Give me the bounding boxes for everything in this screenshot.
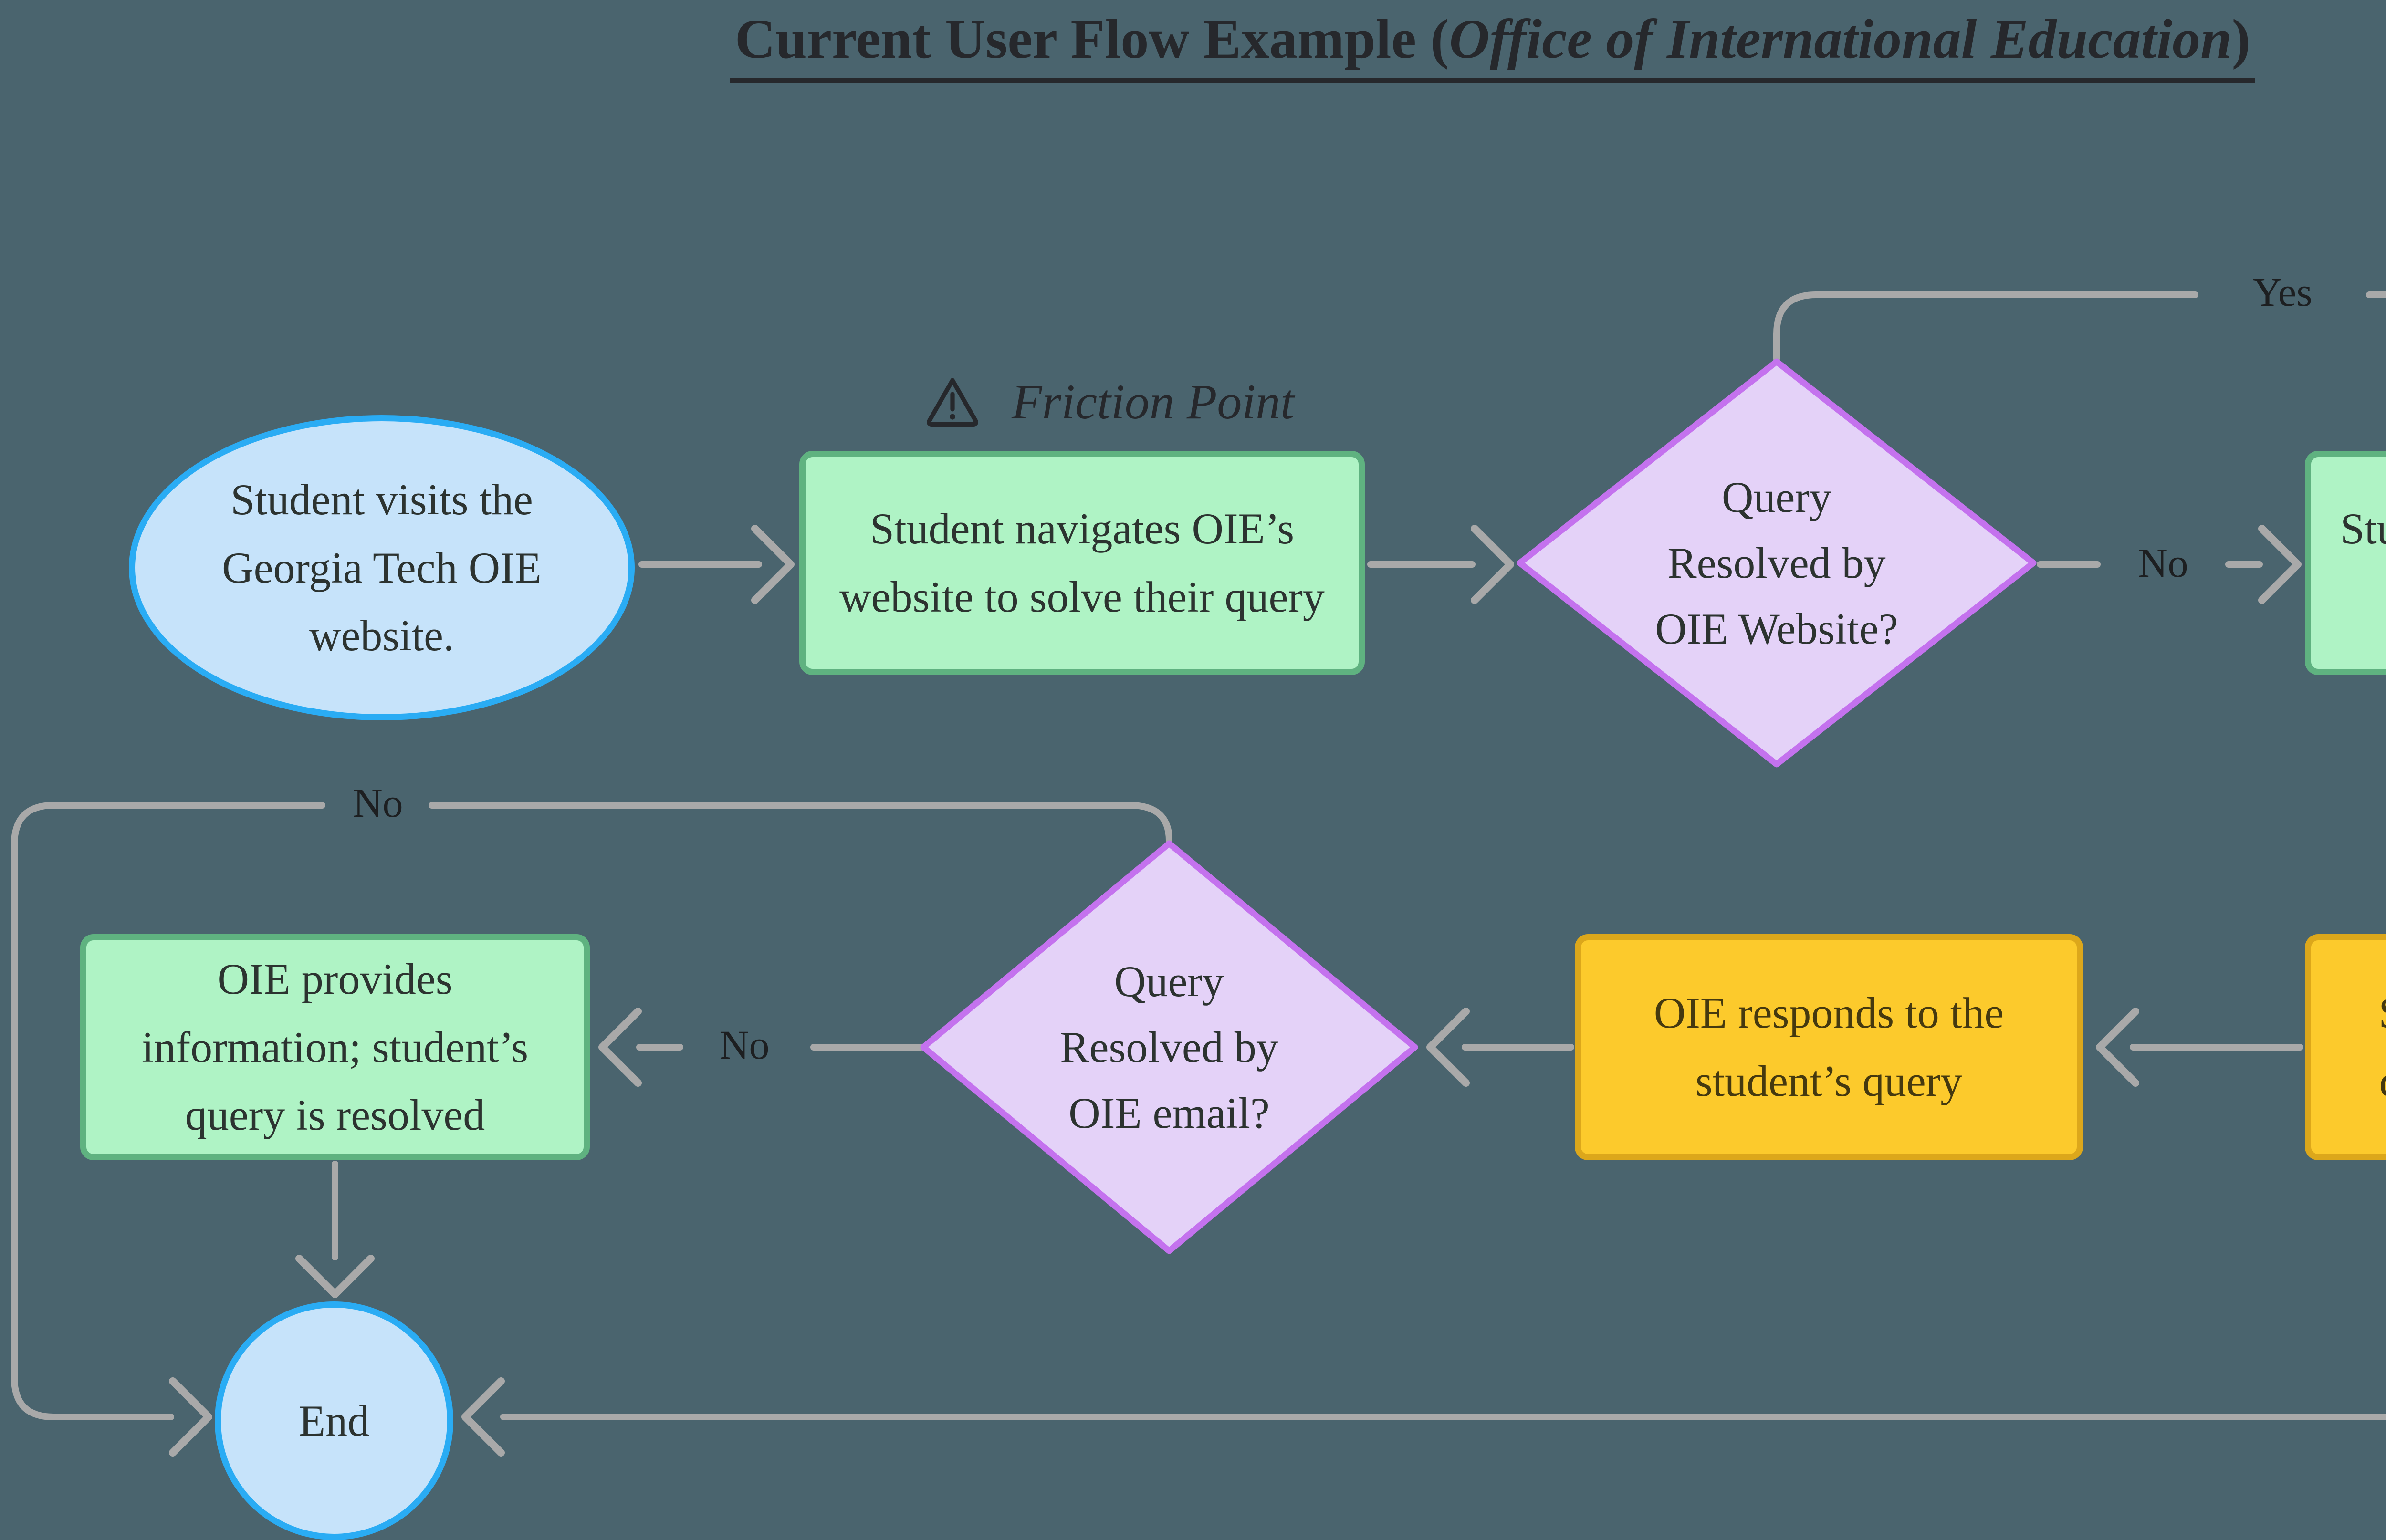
node-email-helpdesk: Student emails OIE help desk xyxy=(2305,451,2386,675)
edge-resolved-to-end xyxy=(295,1161,375,1298)
node-navigate-website: Student navigates OIE’s website to solve… xyxy=(799,451,1365,675)
friction-point-label: Friction Point xyxy=(1012,374,1295,429)
decision-email-label: Query Resolved by OIE email? xyxy=(1060,957,1278,1137)
edge-navigate-to-decision1 xyxy=(1367,525,1514,604)
node-start: Student visits the Georgia Tech OIE webs… xyxy=(129,415,635,720)
node-wait-response: Student waits (often days) for a respons… xyxy=(2305,934,2386,1160)
decision-website-label: Query Resolved by OIE Website? xyxy=(1655,473,1898,653)
warning-triangle-icon xyxy=(921,362,984,442)
edge-label-yes: Yes xyxy=(2252,269,2313,315)
title-prefix: Current User Flow Example ( xyxy=(734,8,1449,70)
edge-label-no-loop: No xyxy=(353,780,403,826)
node-decision-email: Query Resolved by OIE email? xyxy=(919,839,1420,1256)
page-title: Current User Flow Example (Office of Int… xyxy=(730,7,2256,83)
edge-respond-to-decision2 xyxy=(1426,1008,1574,1087)
node-query-resolved: OIE provides information; student’s quer… xyxy=(80,934,590,1160)
diamond-shape xyxy=(1517,358,2037,768)
node-oie-responds: OIE responds to the student’s query xyxy=(1575,934,2083,1160)
edge-label-no-email: No xyxy=(719,1022,770,1068)
edge-decision2-loop-to-end xyxy=(11,802,1172,1457)
node-decision-website: Query Resolved by OIE Website? xyxy=(1515,357,2038,769)
title-emphasis: Office of International Education xyxy=(1449,8,2232,70)
diamond-shape xyxy=(920,840,1418,1254)
edge-wait-to-respond xyxy=(2096,1008,2303,1087)
edge-decision2-no-to-resolved xyxy=(598,1008,924,1087)
edge-decision1-yes-to-end xyxy=(461,291,2386,1457)
title-suffix: ) xyxy=(2231,8,2251,70)
friction-point-1: Friction Point xyxy=(921,362,1294,442)
edge-label-no-website: No xyxy=(2138,540,2188,586)
edge-decision1-no-to-email xyxy=(2037,525,2302,604)
edge-start-to-navigate xyxy=(638,525,795,604)
node-end: End xyxy=(215,1301,453,1540)
